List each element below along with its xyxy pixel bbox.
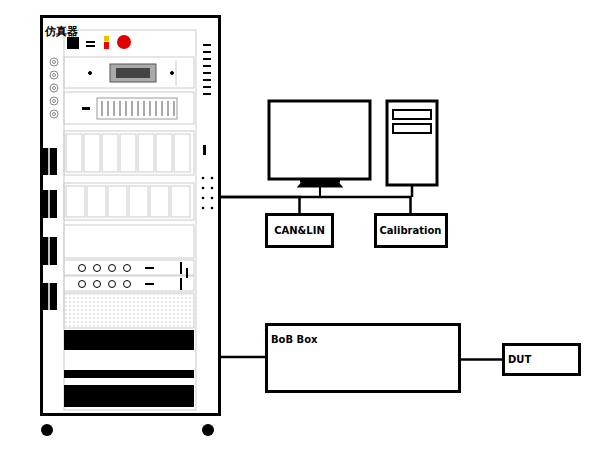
device-box: CAN&LIN: [265, 213, 334, 248]
box-label: Calibration: [380, 225, 442, 236]
rack-internals: [41, 30, 214, 436]
computer: [269, 101, 437, 197]
device-box: DUT: [502, 343, 581, 376]
simulator-rack: 仿真器: [40, 15, 221, 416]
box-label: DUT: [508, 354, 531, 365]
box-label: BoB Box: [271, 334, 318, 345]
cable: [461, 358, 502, 361]
cable: [221, 197, 300, 213]
cable: [221, 197, 411, 213]
device-box: BoB Box: [265, 323, 461, 393]
pc-cable: [411, 185, 414, 197]
rack-title: 仿真器: [45, 24, 78, 39]
device-box: Calibration: [374, 213, 448, 248]
cable: [221, 356, 265, 359]
box-label: CAN&LIN: [274, 225, 325, 236]
